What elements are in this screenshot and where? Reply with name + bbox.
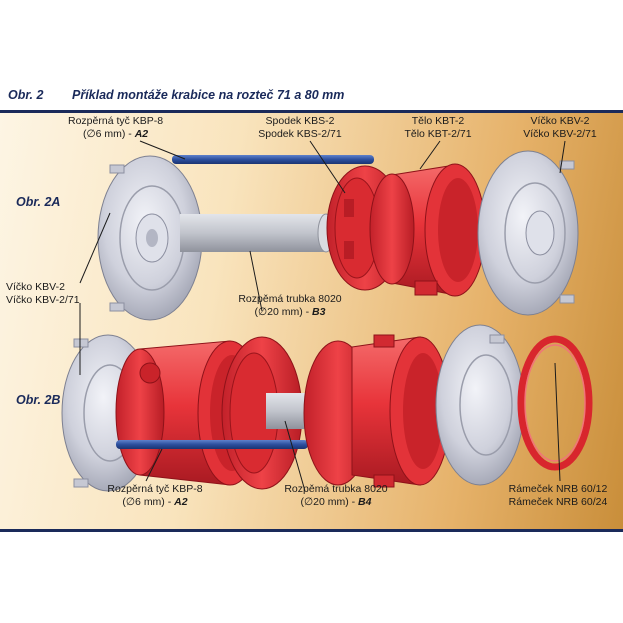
label-body-line2: Tělo KBT-2/71 xyxy=(404,127,472,140)
assembly-drawing xyxy=(61,140,593,492)
tube-b3 xyxy=(180,213,335,253)
label-body: Tělo KBT-2 Tělo KBT-2/71 xyxy=(404,115,471,140)
label-body-line1: Tělo KBT-2 xyxy=(411,115,465,127)
label-lid-right: Víčko KBV-2 Víčko KBV-2/71 xyxy=(523,115,597,140)
lid-right-a xyxy=(477,150,579,316)
figure-title: Příklad montáže krabice na rozteč 71 a 8… xyxy=(72,88,345,102)
label-lid-right-line2: Víčko KBV-2/71 xyxy=(523,127,597,140)
base-kbs-b-disc xyxy=(221,336,303,490)
label-rod-bottom-code: A2 xyxy=(174,495,188,508)
label-lid-left-line2: Víčko KBV-2/71 xyxy=(6,293,80,306)
label-rod-top-code: A2 xyxy=(134,127,149,140)
panel-b-label: Obr. 2B xyxy=(16,393,61,407)
rod-a2-top xyxy=(172,155,374,164)
frame-ring-nrb xyxy=(517,335,593,471)
label-rod-bottom-line2: (∅6 mm) - xyxy=(122,495,175,508)
lid-left-a xyxy=(97,155,203,321)
label-tube-bottom-code: B4 xyxy=(358,495,372,508)
label-rod-bottom: Rozpěrná tyč KBP-8 (∅6 mm) - A2 xyxy=(107,483,202,508)
figure-number: Obr. 2 xyxy=(8,88,44,102)
label-tube-top: Rozpěmá trubka 8020 (∅20 mm) - B3 xyxy=(238,293,341,318)
figure-caption: Obr. 2 Příklad montáže krabice na rozteč … xyxy=(8,88,344,102)
label-tube-top-line1: Rozpěmá trubka 8020 xyxy=(238,293,342,305)
body-kbt-b xyxy=(303,334,451,488)
label-frame-ring: Rámeček NRB 60/12 Rámeček NRB 60/24 xyxy=(509,483,608,508)
label-frame-ring-line2: Rámeček NRB 60/24 xyxy=(508,495,608,508)
label-tube-top-line2: (∅20 mm) - xyxy=(254,305,313,318)
label-frame-ring-line1: Rámeček NRB 60/12 xyxy=(508,483,608,495)
label-rod-top-line1: Rozpěrná tyč KBP-8 xyxy=(68,115,164,127)
label-base: Spodek KBS-2 Spodek KBS-2/71 xyxy=(258,115,341,140)
label-tube-bottom: Rozpěmá trubka 8020 (∅20 mm) - B4 xyxy=(284,483,387,508)
panel-a-label: Obr. 2A xyxy=(16,195,61,209)
label-tube-bottom-line1: Rozpěmá trubka 8020 xyxy=(284,483,388,495)
label-tube-bottom-line2: (∅20 mm) - xyxy=(300,495,359,508)
panel-b-parts xyxy=(61,324,593,492)
leader-lines xyxy=(79,140,566,492)
assembly-illustration: Rozpěrná tyč KBP-8 (∅6 mm) - A2 Spodek K… xyxy=(0,110,623,532)
body-kbt-a xyxy=(369,163,486,297)
label-base-line2: Spodek KBS-2/71 xyxy=(258,127,342,140)
label-rod-top-line2: (∅6 mm) - xyxy=(82,127,135,140)
label-rod-top: Rozpěrná tyč KBP-8 (∅6 mm) - A2 xyxy=(68,115,163,140)
lid-right-b xyxy=(435,324,525,486)
label-lid-left: Víčko KBV-2 Víčko KBV-2/71 xyxy=(6,281,80,306)
label-rod-bottom-line1: Rozpěrná tyč KBP-8 xyxy=(107,483,203,495)
label-lid-left-line1: Víčko KBV-2 xyxy=(6,281,65,293)
label-lid-right-line1: Víčko KBV-2 xyxy=(530,115,590,127)
rod-a2-bottom xyxy=(116,440,308,449)
panel-a-parts xyxy=(97,150,579,321)
label-base-line1: Spodek KBS-2 xyxy=(265,115,335,127)
label-tube-top-code: B3 xyxy=(312,305,326,318)
